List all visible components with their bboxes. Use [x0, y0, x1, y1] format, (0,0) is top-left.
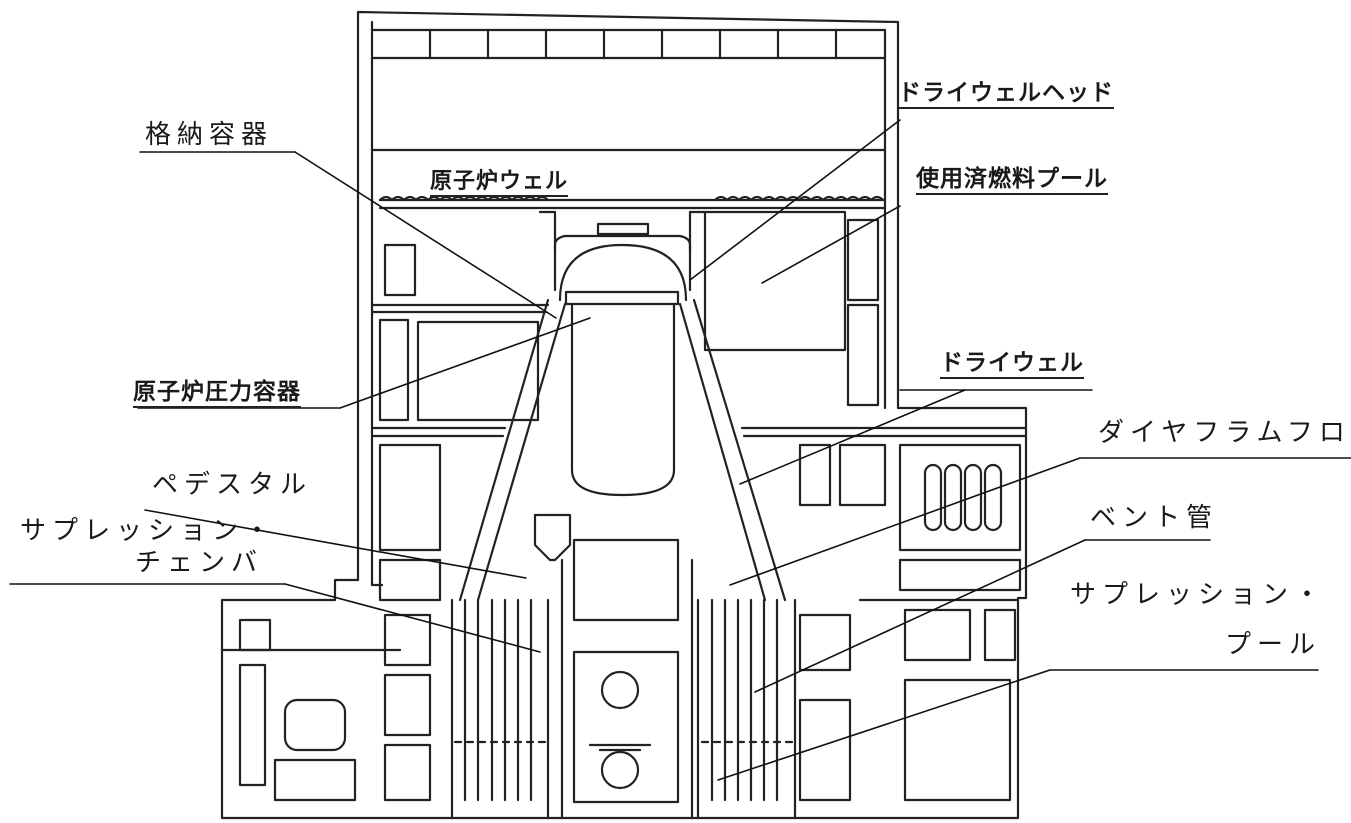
drywell-wall-left	[460, 300, 565, 600]
reactor-well	[540, 212, 705, 290]
label-suppression-pool-2: プール	[1225, 630, 1322, 660]
label-vent-pipe: ベント管	[1090, 503, 1219, 533]
building-outer-wall	[222, 12, 1026, 818]
roof-truss	[372, 30, 885, 150]
label-drywell-head: ドライウェルヘッド	[898, 82, 1114, 109]
label-diaphragm-floor: ダイヤフラムフロア	[1098, 418, 1351, 448]
head-flange	[566, 292, 678, 304]
label-rpv: 原子炉圧力容器	[133, 381, 301, 408]
leader-lines	[10, 120, 1351, 780]
label-suppression-pool-1: サプレッション・	[1070, 580, 1327, 610]
rooms-left	[240, 245, 538, 800]
suppression-chamber-left	[452, 600, 548, 818]
label-spent-fuel-pool: 使用済燃料プール	[916, 168, 1108, 195]
operating-floor	[380, 197, 885, 208]
rooms-right	[800, 305, 1020, 800]
drywell-wall-right	[680, 300, 785, 600]
drywell-head	[560, 245, 686, 300]
label-suppression-chamber-2: チェンバ	[135, 548, 264, 578]
recirculation-pump	[535, 515, 570, 560]
label-suppression-chamber-1: サプレッション・	[20, 516, 277, 546]
building-inner-wall	[372, 22, 885, 585]
spent-fuel-pool	[705, 212, 845, 350]
label-reactor-well: 原子炉ウェル	[430, 171, 569, 197]
reactor-pressure-vessel	[572, 304, 674, 495]
label-pedestal: ペデスタル	[152, 470, 313, 500]
suppression-chamber-right	[698, 600, 795, 818]
label-drywell: ドライウェル	[940, 352, 1084, 379]
floor-slabs	[222, 305, 1026, 650]
pedestal	[562, 540, 692, 818]
label-containment-vessel: 格納容器	[145, 120, 274, 150]
